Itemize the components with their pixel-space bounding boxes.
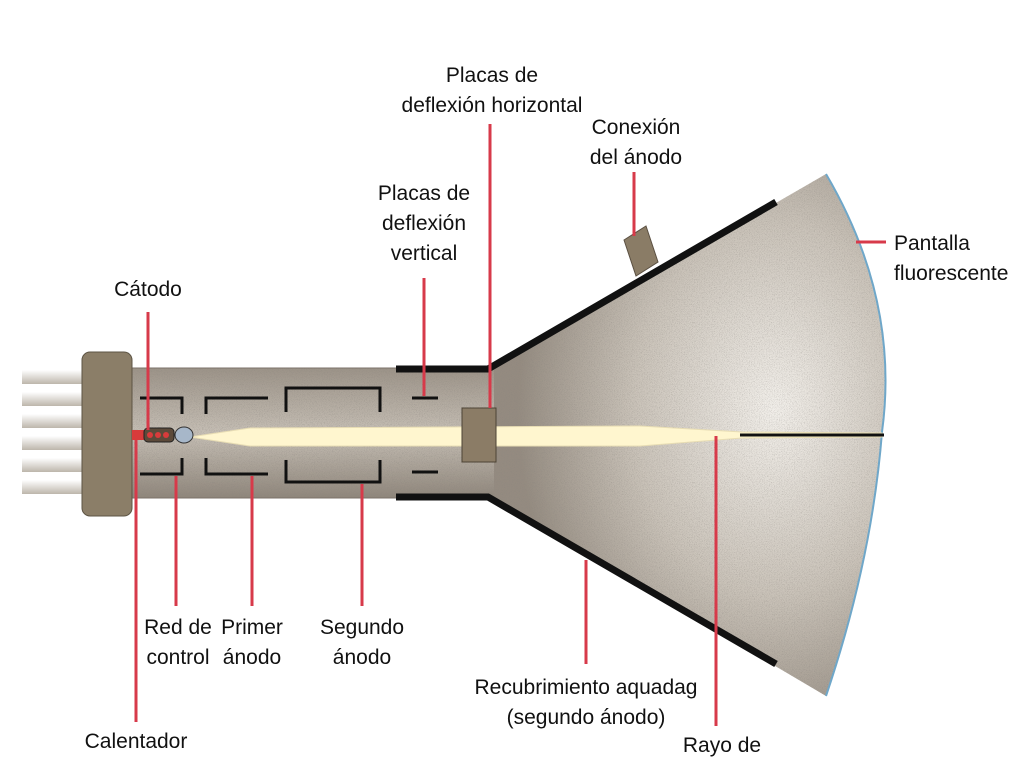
label-beam-1: Rayo de — [683, 734, 761, 757]
aquadag-coating-top — [396, 198, 778, 373]
label-control-grid-1: Red de — [144, 616, 212, 639]
label-vertical-plates-1: Placas de — [378, 182, 470, 205]
label-vertical-plates-3: vertical — [391, 242, 458, 265]
fluorescent-screen-edge — [825, 173, 887, 697]
horizontal-deflection-plates — [461, 407, 497, 463]
label-anode-connection-2: del ánodo — [590, 146, 682, 169]
tube-base — [81, 351, 133, 517]
cathode-coil — [147, 432, 169, 438]
aquadag-coating-bottom — [396, 493, 778, 668]
second-anode — [284, 386, 382, 484]
label-second-anode-1: Segundo — [320, 616, 404, 639]
label-control-grid-2: control — [146, 646, 209, 669]
label-screen-2: fluorescente — [894, 262, 1008, 285]
label-horizontal-plates-2: deflexión horizontal — [402, 94, 583, 117]
label-first-anode-2: ánodo — [223, 646, 281, 669]
label-first-anode-1: Primer — [221, 616, 283, 639]
label-heater: Calentador — [85, 730, 188, 753]
label-horizontal-plates-1: Placas de — [446, 64, 538, 87]
vertical-deflection-plates — [412, 396, 438, 474]
cathode-tip — [174, 426, 194, 444]
label-screen-1: Pantalla — [894, 232, 970, 255]
label-vertical-plates-2: deflexión — [382, 212, 466, 235]
label-aquadag-2: (segundo ánodo) — [507, 706, 666, 729]
label-second-anode-2: ánodo — [333, 646, 391, 669]
label-aquadag-1: Recubrimiento aquadag — [475, 676, 698, 699]
label-cathode: Cátodo — [114, 278, 182, 301]
heater — [132, 430, 144, 440]
first-anode — [204, 396, 268, 476]
label-anode-connection-1: Conexión — [592, 116, 681, 139]
control-grid — [140, 396, 184, 476]
anode-connection-stub — [623, 225, 659, 277]
base-pins — [22, 370, 86, 494]
